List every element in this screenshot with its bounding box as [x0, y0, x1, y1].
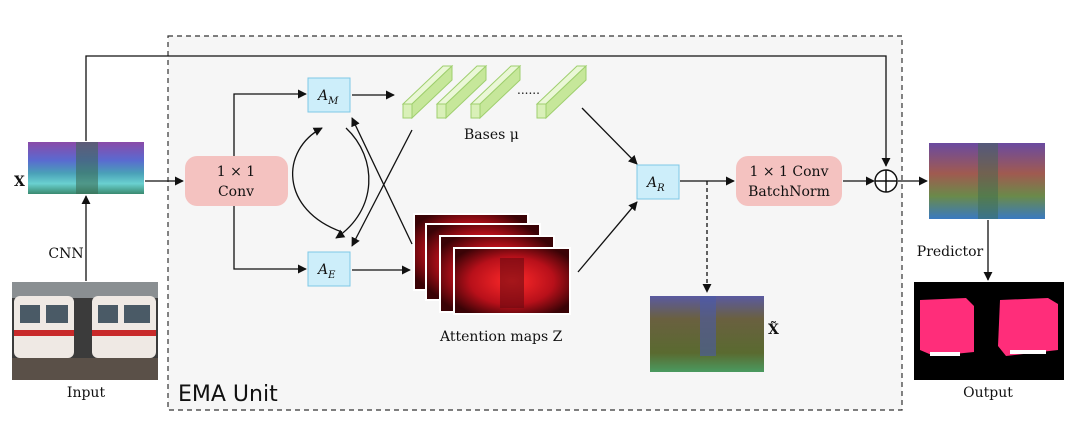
input-image [12, 282, 158, 380]
bases-label: Bases μ [464, 127, 519, 143]
ema-unit-title: EMA Unit [178, 382, 278, 407]
x-tilde-map [650, 296, 764, 372]
sum-operator-icon [874, 169, 898, 193]
output-feature-map [929, 143, 1045, 219]
ae-label: AE [316, 262, 336, 281]
ar-box [636, 164, 680, 200]
iteration-arc-right [335, 127, 370, 239]
conv-label-line2: Conv [218, 184, 254, 200]
skip-connection [85, 55, 891, 167]
conv-box [185, 156, 288, 206]
ae-box [307, 251, 351, 287]
conv-to-ae-arrow [233, 206, 307, 274]
conv-to-am-arrow [233, 89, 307, 156]
conv-label-line1: 1 × 1 [217, 164, 255, 180]
am-label: AM [316, 88, 339, 107]
attention-maps-z [413, 213, 571, 315]
input-label: Input [67, 385, 106, 401]
iteration-arc-left [292, 127, 343, 233]
predictor-label: Predictor [917, 244, 984, 260]
bases-to-ae-arrow [351, 129, 413, 247]
attention-to-am-arrow [351, 117, 413, 245]
attention-label: Attention maps Z [439, 329, 563, 345]
convbn-label-line2: BatchNorm [748, 184, 830, 200]
conv-batchnorm-box [736, 156, 842, 206]
bases-dots: ...... [517, 83, 540, 97]
bases-to-ar-arrow [581, 107, 638, 165]
ar-label: AR [645, 175, 665, 194]
attention-to-ar-arrow [577, 201, 638, 273]
x-label: X [14, 174, 25, 190]
am-box [307, 77, 351, 113]
convbn-label-line1: 1 × 1 Conv [750, 164, 829, 180]
feature-map-x [28, 142, 144, 194]
output-label: Output [963, 385, 1013, 401]
output-mask [914, 282, 1064, 380]
x-tilde-label: X̃ [768, 320, 779, 338]
bases-mu [401, 64, 588, 120]
cnn-label: CNN [48, 246, 83, 262]
